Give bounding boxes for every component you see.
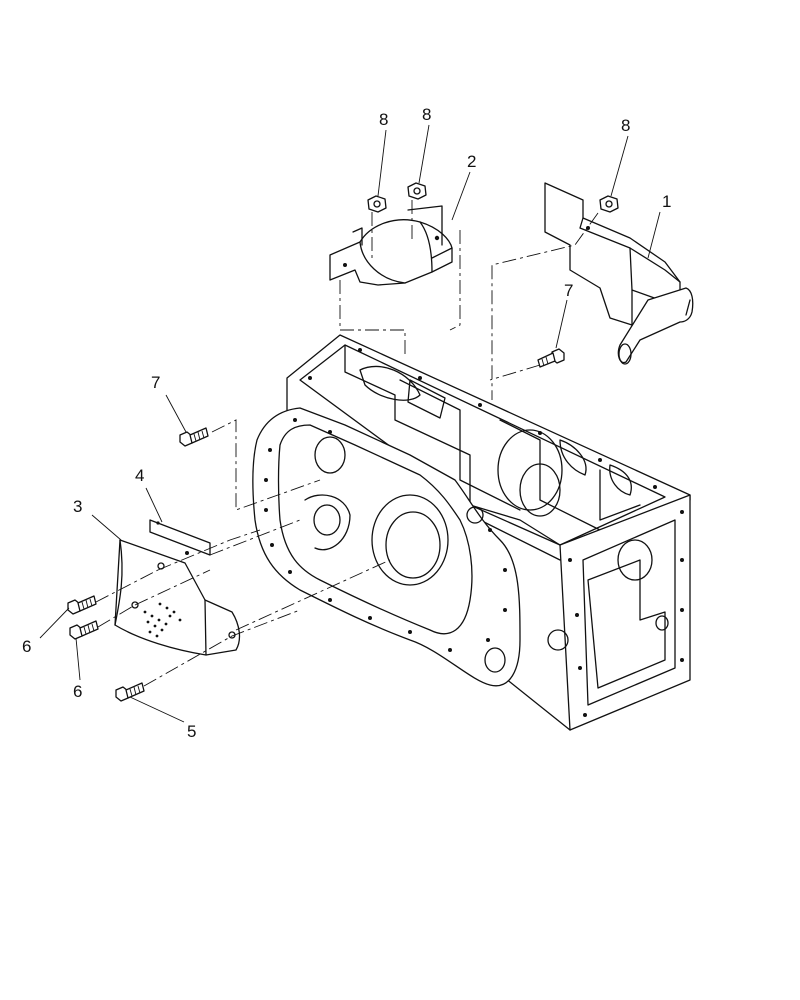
bolt-part-5 (115, 682, 145, 702)
assembly-centerlines (95, 200, 599, 687)
transmission-housing (252, 334, 691, 731)
callout-labels: 1 2 8 8 8 7 7 4 3 6 6 5 (22, 105, 671, 741)
callout-7-left: 7 (151, 373, 160, 392)
gasket-part-4 (149, 519, 211, 556)
nut-part-8b (407, 182, 427, 200)
shield-plate-part-3 (114, 539, 241, 656)
callout-3: 3 (73, 497, 82, 516)
callout-8-right: 8 (621, 116, 630, 135)
callout-6-lower: 6 (73, 682, 82, 701)
callout-6-upper: 6 (22, 637, 31, 656)
bolt-part-7-right (537, 348, 565, 368)
callout-7-right: 7 (564, 281, 573, 300)
bolt-part-6b (69, 620, 99, 640)
bolt-part-7-left (179, 427, 209, 447)
nut-part-8c (599, 195, 619, 213)
nut-part-8a (367, 195, 387, 213)
shift-lever-part-1 (544, 182, 694, 365)
perforation-pattern (143, 602, 182, 638)
callout-5: 5 (187, 722, 196, 741)
callout-8-middle: 8 (422, 105, 431, 124)
bolt-part-6a (67, 595, 97, 615)
callout-2: 2 (467, 152, 476, 171)
saddle-cover-part-2 (329, 205, 453, 286)
callout-8-left: 8 (379, 110, 388, 129)
callout-1: 1 (662, 192, 671, 211)
callout-4: 4 (135, 466, 144, 485)
leader-lines (39, 124, 661, 723)
